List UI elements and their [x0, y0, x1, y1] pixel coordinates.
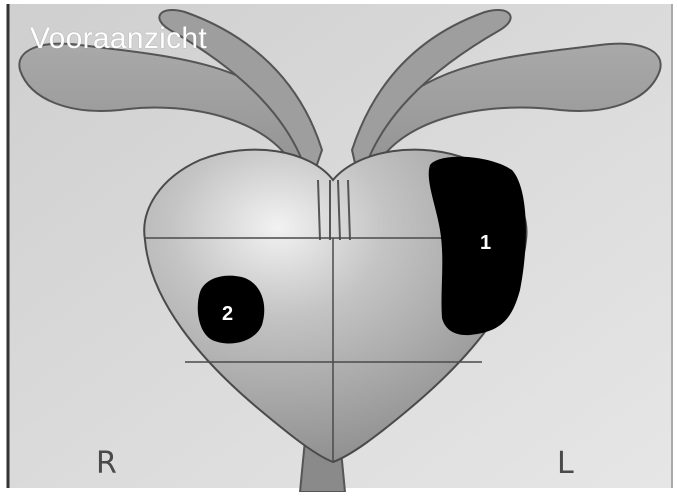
- lesion-1-label: 1: [480, 232, 491, 255]
- lesion-2-label: 2: [222, 303, 233, 326]
- lesion-1: [429, 157, 526, 335]
- left-side-label: L: [557, 446, 574, 481]
- right-side-label: R: [96, 446, 117, 481]
- view-title: Vooraanzicht: [30, 22, 207, 56]
